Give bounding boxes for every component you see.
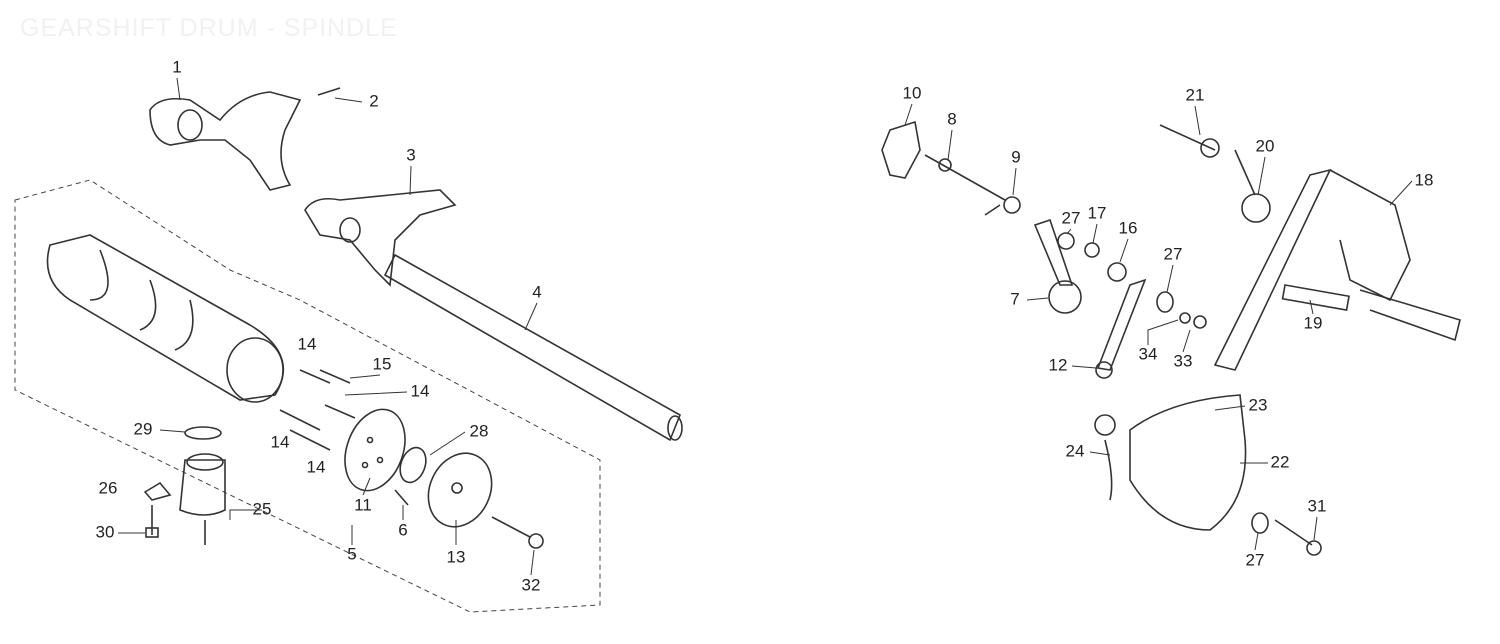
label-33: 33 (1174, 351, 1193, 370)
collar-9 (984, 196, 1021, 216)
label-7: 7 (1010, 289, 1019, 308)
label-12: 12 (1049, 355, 1068, 374)
nut-34-33 (1179, 312, 1207, 329)
label-28: 28 (470, 421, 489, 440)
spindle-18 (1213, 168, 1461, 371)
pin-6 (394, 489, 409, 506)
spacer-17 (1084, 242, 1100, 258)
arm-12 (1095, 278, 1147, 379)
housing-25 (179, 453, 226, 545)
label-27: 27 (1246, 550, 1265, 569)
spring-20 (1234, 149, 1271, 223)
gearshift-drum (46, 234, 285, 403)
label-29: 29 (134, 419, 153, 438)
label-24: 24 (1066, 441, 1085, 460)
label-15: 15 (373, 354, 392, 373)
collar-27 (1057, 232, 1075, 250)
label-23: 23 (1249, 395, 1268, 414)
cover-22 (1094, 394, 1247, 531)
label-2: 2 (369, 91, 378, 110)
label-8: 8 (947, 109, 956, 128)
label-6: 6 (398, 520, 407, 539)
roller-16 (1107, 262, 1127, 282)
washer-27b (1156, 291, 1174, 313)
label-4: 4 (532, 282, 541, 301)
label-14: 14 (298, 334, 317, 353)
drum-assembly-outline (14, 179, 601, 613)
plate-11 (344, 408, 406, 492)
bolt-30 (145, 505, 159, 538)
label-22: 22 (1271, 452, 1290, 471)
stopper-10 (881, 120, 921, 179)
label-19: 19 (1304, 313, 1323, 332)
bolt-32 (491, 516, 544, 549)
label-14: 14 (271, 432, 290, 451)
label-13: 13 (447, 547, 466, 566)
plate-26 (143, 481, 172, 501)
bolt-31 (1274, 519, 1322, 556)
spring-19 (1281, 284, 1350, 312)
label-10: 10 (903, 83, 922, 102)
pins-14-15 (279, 369, 356, 451)
label-26: 26 (99, 478, 118, 497)
washer-27c (1251, 512, 1269, 534)
label-21: 21 (1186, 85, 1205, 104)
plate-13 (427, 452, 493, 528)
bolt-21 (1159, 124, 1220, 158)
bolt-8 (924, 154, 1006, 201)
label-25: 25 (253, 499, 272, 518)
part-labels: 1 2 3 4 14 15 14 29 28 14 14 26 25 11 6 … (96, 57, 1434, 594)
fork-shaft-4 (383, 253, 683, 442)
label-17: 17 (1088, 203, 1107, 222)
label-27: 27 (1164, 244, 1183, 263)
label-11: 11 (354, 495, 372, 514)
label-14: 14 (411, 381, 430, 400)
label-18: 18 (1415, 170, 1434, 189)
arm-7 (1033, 218, 1082, 314)
label-5: 5 (347, 544, 356, 563)
diagram-title: GEARSHIFT DRUM - SPINDLE (20, 14, 398, 42)
label-31: 31 (1308, 496, 1327, 515)
label-1: 1 (172, 57, 181, 76)
label-20: 20 (1256, 136, 1275, 155)
shift-fork-1 (149, 87, 341, 191)
label-32: 32 (522, 575, 541, 594)
oring-29 (184, 426, 222, 440)
label-3: 3 (406, 145, 415, 164)
label-14: 14 (307, 457, 326, 476)
washer-28 (399, 446, 427, 484)
shift-fork-3 (304, 189, 457, 287)
label-27: 27 (1062, 208, 1081, 227)
leader-lines (118, 77, 1413, 576)
label-9: 9 (1011, 147, 1020, 166)
label-16: 16 (1119, 218, 1138, 237)
label-34: 34 (1139, 344, 1158, 363)
label-30: 30 (96, 522, 115, 541)
